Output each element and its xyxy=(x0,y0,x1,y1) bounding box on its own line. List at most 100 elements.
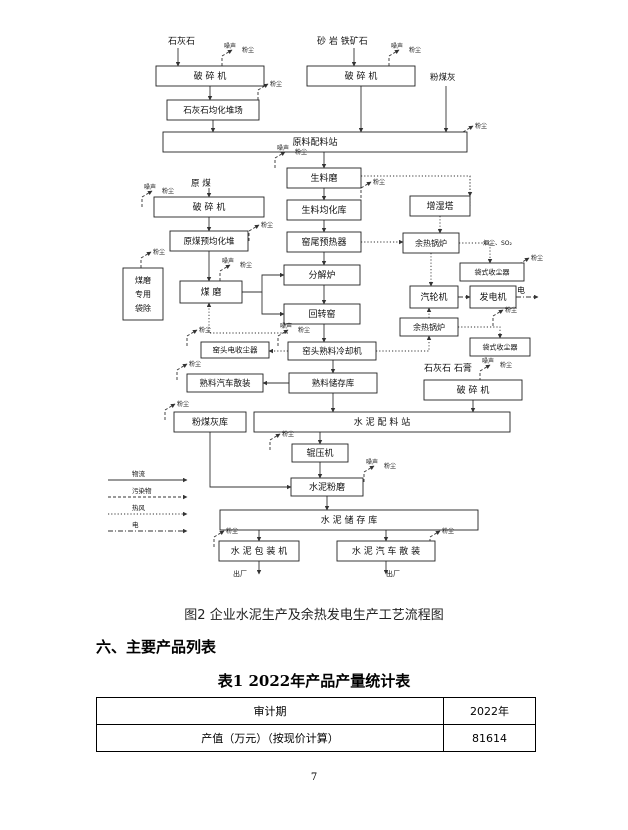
flow-line xyxy=(269,433,281,450)
node-label: 生料磨 xyxy=(310,172,337,184)
flow-line xyxy=(186,329,198,346)
label-in-sand: 砂 岩 铁矿石 xyxy=(317,35,368,47)
node-label: 煤 磨 xyxy=(201,286,222,298)
flow-line xyxy=(277,329,289,346)
flow-line xyxy=(141,190,153,207)
dust-label: 粉尘 xyxy=(500,361,512,369)
node-label: 原煤预均化堆 xyxy=(183,236,235,247)
dust-label: 粉尘 xyxy=(189,360,201,368)
noise-label: 噪声 xyxy=(277,144,289,152)
node-label: 水 泥 储 存 库 xyxy=(321,514,377,526)
dust-label: 粉尘 xyxy=(240,261,252,269)
dust-label: 粉尘 xyxy=(270,80,282,88)
node-label: 粉煤灰库 xyxy=(192,416,228,428)
node-turbine xyxy=(409,285,459,309)
dust-label: 粉尘 xyxy=(282,430,294,438)
dust-label: 粉尘 xyxy=(384,462,396,470)
node-coal-mill-dust xyxy=(122,267,164,321)
flow-line xyxy=(459,242,493,264)
noise-label: 噪声 xyxy=(144,183,156,191)
dust-label: 粉尘 xyxy=(177,400,189,408)
dust-label: 粉尘 xyxy=(226,527,238,535)
table-row: 审计期 2022年 xyxy=(96,697,536,725)
label-in-limestone: 石灰石 xyxy=(168,35,195,47)
flow-line xyxy=(140,251,152,268)
flow-line xyxy=(176,363,188,380)
legend-label: 热风 xyxy=(132,503,146,512)
label-out-power: 电 xyxy=(517,285,525,295)
node-label: 发电机 xyxy=(479,291,506,303)
label-ship-2: 出厂 xyxy=(386,569,400,578)
node-label: 窑头熟料冷却机 xyxy=(302,346,362,357)
node-label: 熟料汽车散装 xyxy=(199,378,251,389)
flow-line xyxy=(458,326,503,339)
legend-label: 电 xyxy=(132,520,139,529)
noise-label: 噪声 xyxy=(280,322,292,330)
flow-line xyxy=(376,335,432,352)
dust-label: 粉尘 xyxy=(531,254,543,262)
node-kiln xyxy=(283,303,361,325)
noise-label: 噪声 xyxy=(366,458,378,466)
flow-line xyxy=(248,224,260,241)
node-label: 专用 xyxy=(135,289,151,299)
noise-label: 噪声 xyxy=(391,42,403,50)
node-cement-pack xyxy=(218,540,300,562)
flow-line xyxy=(429,530,441,547)
dust-label: 粉尘 xyxy=(153,248,165,256)
dust-label: 粉尘 xyxy=(295,148,307,156)
flow-line xyxy=(360,181,372,198)
dust-label: 粉尘 xyxy=(242,46,254,54)
section-heading: 六、主要产品列表 xyxy=(96,638,217,656)
node-esp xyxy=(200,341,270,359)
node-coal-crusher xyxy=(153,196,265,218)
node-raw-mill xyxy=(286,167,362,189)
noise-label: 噪声 xyxy=(222,257,234,265)
flow-line xyxy=(363,465,375,482)
node-label: 水 泥 汽 车 散 装 xyxy=(352,545,420,557)
dust-label: 粉尘 xyxy=(409,46,421,54)
node-clinker-store xyxy=(288,372,378,394)
node-limestone-yard xyxy=(166,99,260,121)
node-label: 袋式收尘器 xyxy=(483,343,518,352)
node-flyash-silo xyxy=(173,411,247,433)
noise-label: 噪声 xyxy=(482,357,494,365)
node-whb2 xyxy=(399,317,459,337)
node-label: 水 泥 包 装 机 xyxy=(231,545,287,557)
node-cooler xyxy=(287,341,377,361)
node-label: 破 碎 机 xyxy=(457,384,490,396)
node-whb1 xyxy=(402,232,460,254)
node-bag-filter2 xyxy=(469,337,531,357)
process-flow-diagram: 破 碎 机破 碎 机石灰石均化堆场原料配料站生料磨破 碎 机生料均化库增湿塔原煤… xyxy=(108,35,543,578)
node-crusher-limestone xyxy=(155,65,265,87)
flow-line xyxy=(164,403,176,420)
dust-label: 粉尘 xyxy=(162,187,174,195)
legend-label: 物流 xyxy=(132,469,146,478)
node-label: 原料配料站 xyxy=(292,136,337,148)
node-label: 汽轮机 xyxy=(420,291,447,303)
node-label: 袋除 xyxy=(135,303,151,313)
node-clinker-truck xyxy=(186,373,264,393)
label-ship-1: 出厂 xyxy=(233,569,247,578)
dust-label: 粉尘 xyxy=(442,527,454,535)
noise-label: 噪声 xyxy=(224,42,236,50)
dust-label: 粉尘 xyxy=(475,122,487,130)
node-cement-batching xyxy=(253,411,511,433)
node-calciner xyxy=(283,264,361,286)
label-in-coal: 原 煤 xyxy=(191,178,211,189)
node-label: 分解炉 xyxy=(308,269,335,281)
node-label: 破 碎 机 xyxy=(193,201,226,213)
dust-label: 粉尘 xyxy=(199,326,211,334)
node-label: 窑头电收尘器 xyxy=(213,345,258,355)
flow-line xyxy=(479,364,491,381)
dust-label: 粉尘 xyxy=(373,178,385,186)
flow-line xyxy=(257,83,269,100)
legend-label: 污染物 xyxy=(132,486,152,495)
node-label: 余热锅炉 xyxy=(415,238,447,248)
node-coal-mill xyxy=(179,280,243,304)
node-coal-homo xyxy=(169,230,249,252)
node-label: 熟料储存库 xyxy=(312,378,355,389)
label-in-gypsum: 石灰石 石膏 xyxy=(424,362,472,374)
node-label: 生料均化库 xyxy=(301,204,346,216)
node-label: 破 碎 机 xyxy=(345,70,378,82)
figure-caption: 图2 企业水泥生产及余热发电生产工艺流程图 xyxy=(184,608,444,623)
